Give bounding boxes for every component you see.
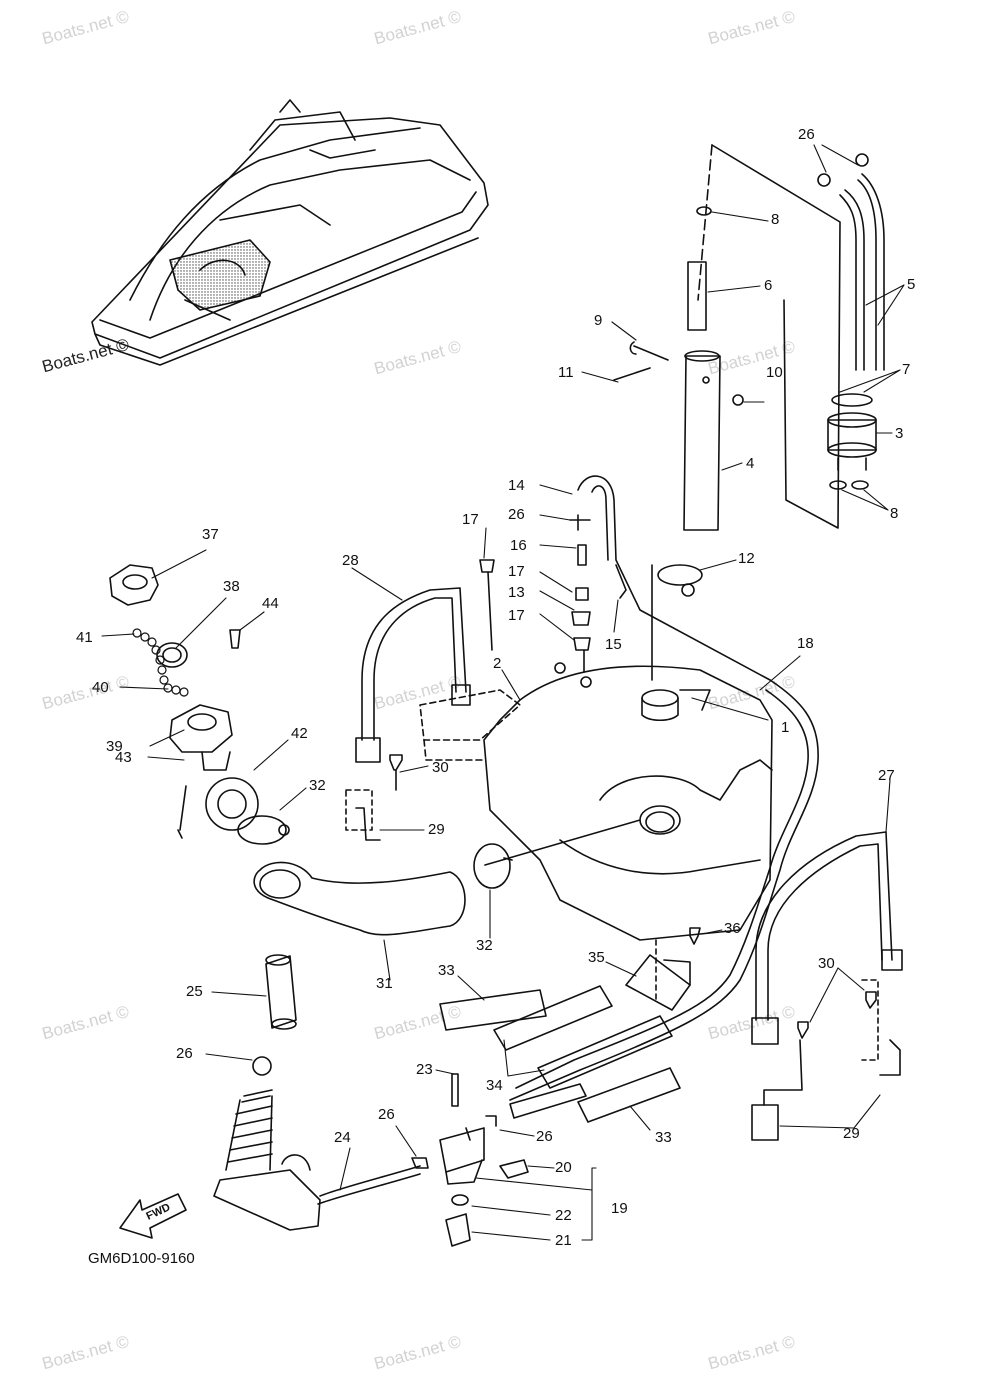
part-label: 30 — [818, 955, 835, 972]
part-label: 39 — [106, 738, 123, 755]
breather-pipe-assembly — [613, 144, 841, 531]
fuel-filter-assembly — [213, 954, 421, 1231]
part-label: 36 — [724, 920, 741, 937]
part-label: 14 — [508, 477, 525, 494]
part-label: 10 — [766, 364, 783, 381]
part-label: 20 — [555, 1159, 572, 1176]
part-label: 6 — [764, 277, 773, 294]
part-label: 21 — [555, 1232, 572, 1249]
part-label: 9 — [594, 312, 603, 329]
part-label: 4 — [746, 455, 755, 472]
part-label: 8 — [890, 505, 899, 522]
part-label: 29 — [843, 1125, 860, 1142]
diagram-code: GM6D100-9160 — [88, 1250, 195, 1267]
part-label: 33 — [438, 962, 455, 979]
part-label: 8 — [771, 211, 780, 228]
part-label: 29 — [428, 821, 445, 838]
part-label: 41 — [76, 629, 93, 646]
part-label: 42 — [291, 725, 308, 742]
part-label: 11 — [558, 364, 574, 381]
part-label: 26 — [798, 126, 815, 143]
part-label: 27 — [878, 767, 895, 784]
clamp — [657, 564, 703, 597]
watercraft-overview — [91, 99, 489, 366]
part-label: 19 — [611, 1200, 628, 1217]
filler-hose — [253, 819, 641, 936]
part-label: 32 — [309, 777, 326, 794]
foam-mats — [439, 985, 681, 1123]
part-label: 40 — [92, 679, 109, 696]
part-label: 2 — [493, 655, 502, 672]
bracket-left — [345, 754, 403, 841]
part-label: 38 — [223, 578, 240, 595]
part-label: 35 — [588, 949, 605, 966]
part-label: 30 — [432, 759, 449, 776]
part-label: 25 — [186, 983, 203, 1000]
part-label: 24 — [334, 1129, 351, 1146]
part-label: 44 — [262, 595, 279, 612]
part-label: 26 — [176, 1045, 193, 1062]
part-label: 26 — [536, 1128, 553, 1145]
part-label: 13 — [508, 584, 525, 601]
part-label: 15 — [605, 636, 622, 653]
tank-strap-right — [751, 831, 903, 1141]
bracket-35 — [625, 927, 701, 1011]
part-label: 37 — [202, 526, 219, 543]
part-label: 43 — [115, 749, 132, 766]
part-label: 17 — [508, 563, 525, 580]
part-label: 17 — [462, 511, 479, 528]
part-label: 16 — [510, 537, 527, 554]
leader-lines — [101, 144, 905, 1241]
return-hose-assembly — [479, 475, 771, 681]
part-label: 31 — [376, 975, 393, 992]
tank-strap-left — [355, 587, 471, 763]
part-label: 5 — [907, 276, 916, 293]
part-label: 7 — [902, 361, 911, 378]
part-label: 33 — [655, 1129, 672, 1146]
long-hose — [509, 679, 819, 1101]
part-label: 23 — [416, 1061, 433, 1078]
part-label: 18 — [797, 635, 814, 652]
part-label: 26 — [508, 506, 525, 523]
fuel-cap-assembly — [109, 564, 290, 845]
part-label: 22 — [555, 1207, 572, 1224]
part-label: 34 — [486, 1077, 503, 1094]
fuel-cock-assembly — [411, 1073, 587, 1247]
part-label: 32 — [476, 937, 493, 954]
part-label: 12 — [738, 550, 755, 567]
part-label: 17 — [508, 607, 525, 624]
part-label: 1 — [781, 719, 790, 736]
fuel-tank — [419, 564, 773, 941]
forward-arrow-icon — [119, 1193, 187, 1239]
part-label: 3 — [895, 425, 904, 442]
vent-hoses-and-filter — [817, 153, 885, 490]
part-label: 26 — [378, 1106, 395, 1123]
part-label: 28 — [342, 552, 359, 569]
